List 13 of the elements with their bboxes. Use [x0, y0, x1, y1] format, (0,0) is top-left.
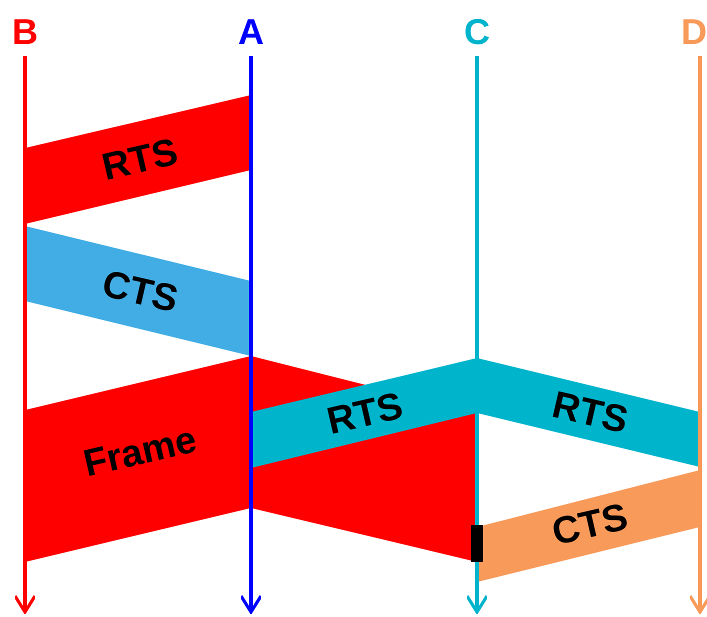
message-label: RTS: [548, 386, 632, 440]
station-label: A: [238, 14, 264, 50]
message-label: CTS: [98, 264, 182, 320]
message-label: CTS: [548, 498, 632, 552]
message-band: [25, 95, 251, 224]
message-label: RTS: [324, 386, 406, 442]
message-band: [477, 358, 700, 467]
message-band: [477, 470, 700, 582]
station-label: C: [464, 14, 490, 50]
station-label: D: [681, 14, 707, 50]
station-label: B: [12, 14, 38, 50]
message-label: RTS: [98, 132, 182, 188]
message-label: Frame: [80, 420, 200, 484]
